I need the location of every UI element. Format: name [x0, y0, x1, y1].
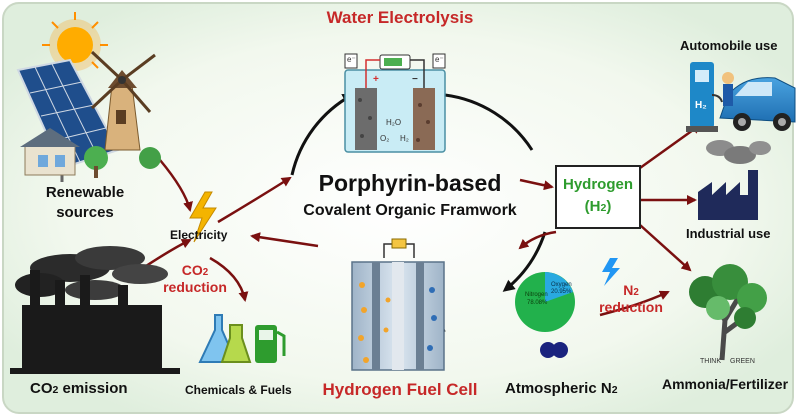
electrolysis-cell-icon [344, 53, 446, 153]
pie-oxygen-pct: 20.95% [551, 289, 572, 295]
pie-nitrogen-label: Nitrogen [525, 292, 548, 298]
electrolysis-o2: O₂ [380, 134, 390, 143]
automobile-icon [686, 62, 796, 132]
green-tree-icon [689, 264, 767, 361]
atmospheric-n2-label: Atmospheric N2 [505, 380, 618, 397]
co2-reduction-post: reduction [163, 279, 227, 295]
lightning-n2-icon [602, 258, 620, 286]
arrow-ring-to-hydrogen [519, 178, 554, 191]
renewable-label-line1: Renewable [45, 184, 125, 201]
automobile-label: Automobile use [680, 38, 778, 53]
water-electrolysis-label: Water Electrolysis [326, 8, 474, 27]
pie-nitrogen-pct: 78.08% [527, 300, 548, 306]
factory-icon [10, 270, 180, 374]
co2-reduction-label: CO2 reduction [160, 262, 230, 296]
atmosphere-pie-chart [515, 272, 575, 332]
co2-emission-label: CO2 emission [30, 380, 128, 397]
arrow-fuelcell-to-electricity [250, 232, 319, 248]
electricity-label: Electricity [170, 228, 228, 242]
h2-sub: 2 [600, 202, 607, 214]
electrolysis-minus: − [412, 74, 418, 85]
arrow-electricity-to-center [217, 176, 292, 224]
arrow-hydrogen-to-ammonia [639, 224, 692, 272]
n2-reduction-post: reduction [599, 299, 663, 315]
chemicals-fuels-label: Chemicals & Fuels [185, 383, 292, 397]
center-title-line2: Covalent Organic Framwork [303, 202, 517, 219]
center-title-line1: Porphyrin-based [318, 170, 502, 196]
pie-oxygen-label: Oxygen [551, 282, 572, 288]
atm-sub: 2 [611, 384, 618, 396]
electrolysis-e-right: e⁻ [435, 55, 444, 64]
arrow-renewables-to-electricity [159, 159, 193, 212]
tree-think-label: THINK [700, 358, 721, 365]
industrial-icon [698, 140, 771, 220]
industrial-label: Industrial use [686, 226, 771, 241]
house-icon [20, 128, 80, 176]
fuel-cell-icon [351, 238, 445, 371]
electrolysis-e-left: e⁻ [347, 55, 356, 64]
co2-emission-sub: 2 [52, 384, 59, 396]
co2-emission-post: emission [58, 380, 128, 397]
fuel-cell-label: Hydrogen Fuel Cell [322, 380, 478, 399]
electrolysis-h2o: H₂O [386, 118, 402, 127]
lightning-icon [189, 191, 217, 243]
car-h2-label: H₂ [695, 100, 707, 111]
co2-reduction-pre: CO [181, 262, 203, 278]
hydrogen-box [555, 165, 641, 229]
h2-post: ) [606, 198, 612, 215]
tree-icons [84, 146, 161, 178]
electrolysis-h2: H₂ [400, 134, 409, 143]
co2-reduction-sub: 2 [202, 267, 209, 278]
sun-icon [42, 12, 108, 78]
chemicals-fuels-icon [198, 314, 286, 363]
h2-formula-label: (H2) [556, 198, 640, 215]
arrow-electricity-to-chemicals [209, 256, 249, 302]
background-panel [2, 2, 794, 414]
atm-pre: Atmospheric N [505, 380, 612, 397]
nitrogen-molecule-icon [540, 342, 568, 358]
n2-reduction-sub: 2 [633, 287, 639, 298]
co2-emission-pre: CO [30, 380, 53, 397]
n2-reduction-pre: N [623, 282, 634, 298]
arrow-hydrogen-to-ring [518, 230, 557, 250]
electrolysis-plus: + [373, 74, 379, 85]
windmill-icon [90, 50, 156, 151]
arrow-n2-to-ammonia [599, 290, 670, 317]
arrow-hydrogen-to-automobile [639, 123, 702, 170]
n2-reduction-label: N2 reduction [596, 282, 666, 316]
ammonia-label: Ammonia/Fertilizer [662, 376, 789, 392]
hydrogen-label: Hydrogen [562, 176, 633, 193]
renewable-label-line2: sources [56, 204, 114, 221]
h2-pre: (H [584, 198, 601, 215]
flow-arrows [139, 123, 702, 317]
tree-green-label: GREEN [730, 358, 755, 365]
